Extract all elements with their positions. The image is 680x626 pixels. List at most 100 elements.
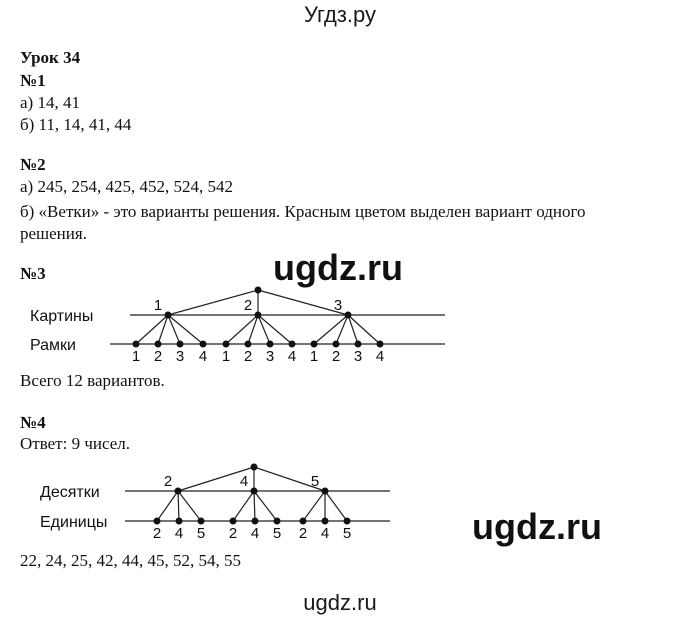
level1-node	[254, 311, 262, 319]
task1-answer-b: б) 11, 14, 41, 44	[20, 115, 132, 134]
leaf-node-label: 4	[288, 348, 296, 365]
footer-site-name: ugdz.ru	[303, 590, 377, 615]
site-title: Угдз.ру	[303, 2, 377, 27]
level1-node	[174, 487, 182, 495]
leaf-node	[222, 340, 230, 348]
leaf-node	[273, 517, 281, 525]
leaf-branch	[157, 314, 169, 345]
leaf-node	[229, 517, 237, 525]
leaf-branch	[335, 314, 349, 345]
leaf-branch	[225, 314, 259, 345]
level1-node	[164, 311, 172, 319]
leaf-node-label: 1	[132, 348, 140, 365]
leaf-node	[154, 340, 162, 348]
leaf-branch	[167, 314, 181, 345]
leaf-branch	[177, 490, 180, 522]
leaf-node-label: 2	[153, 525, 161, 542]
leaf-branch	[177, 490, 202, 522]
leaf-branch	[324, 490, 348, 522]
leaf-node-label: 4	[376, 348, 384, 365]
level1-node-label: 4	[240, 473, 248, 490]
leaf-node-label: 4	[199, 348, 207, 365]
leaf-branch	[257, 314, 271, 345]
lesson-title: Урок 34	[20, 48, 81, 67]
root-branch	[257, 289, 349, 316]
watermark-main: ugdz.ru	[273, 247, 403, 288]
leaf-node	[244, 340, 252, 348]
leaf-node	[376, 340, 384, 348]
row2-label: Единицы	[40, 514, 107, 531]
leaf-node-label: 3	[176, 348, 184, 365]
leaf-node-label: 2	[244, 348, 252, 365]
leaf-node-label: 2	[299, 525, 307, 542]
leaf-node-label: 4	[251, 525, 259, 542]
leaf-node-label: 3	[354, 348, 362, 365]
root-node	[254, 286, 262, 294]
leaf-node-label: 2	[154, 348, 162, 365]
leaf-node-label: 4	[321, 525, 329, 542]
leaf-node	[153, 517, 161, 525]
leaf-node	[175, 517, 183, 525]
root-branch	[167, 289, 259, 316]
leaf-node-label: 5	[197, 525, 205, 542]
task1-number: №1	[20, 71, 46, 90]
row2-label: Рамки	[30, 337, 76, 354]
task2-answer-b-line2: решения.	[20, 224, 87, 243]
leaf-node-label: 2	[229, 525, 237, 542]
task4-number: №4	[20, 413, 46, 432]
leaf-node	[266, 340, 274, 348]
level1-node-label: 1	[154, 297, 162, 314]
task4-answer: Ответ: 9 чисел.	[20, 434, 131, 453]
leaf-node-label: 3	[266, 348, 274, 365]
leaf-branch	[347, 314, 359, 345]
leaf-node-label: 5	[273, 525, 281, 542]
root-node	[250, 463, 258, 471]
task2-answer-b-line1: б) «Ветки» - это варианты решения. Красн…	[20, 202, 586, 221]
leaf-node	[176, 340, 184, 348]
level1-node-label: 5	[311, 473, 319, 490]
leaf-branch	[232, 490, 255, 522]
row1-label: Десятки	[40, 484, 100, 501]
level1-node	[321, 487, 329, 495]
task2-number: №2	[20, 155, 46, 174]
watermark-side: ugdz.ru	[472, 506, 602, 547]
level1-node-label: 3	[334, 297, 342, 314]
task3-number: №3	[20, 264, 46, 283]
leaf-branch	[347, 314, 381, 345]
leaf-node	[354, 340, 362, 348]
leaf-node	[343, 517, 351, 525]
leaf-node	[199, 340, 207, 348]
leaf-branch	[253, 490, 256, 522]
leaf-branch	[313, 314, 349, 345]
leaf-branch	[156, 490, 179, 522]
row1-label: Картины	[30, 308, 93, 325]
leaf-node-label: 5	[343, 525, 351, 542]
leaf-node	[288, 340, 296, 348]
leaf-branch	[247, 314, 259, 345]
leaf-node	[132, 340, 140, 348]
task1-answer-a: а) 14, 41	[20, 93, 80, 112]
task3-total: Всего 12 вариантов.	[20, 371, 165, 390]
leaf-node	[310, 340, 318, 348]
root-branch	[177, 466, 255, 492]
level1-node	[250, 487, 258, 495]
leaf-node-label: 2	[332, 348, 340, 365]
leaf-node-label: 1	[310, 348, 318, 365]
leaf-node	[332, 340, 340, 348]
leaf-node	[197, 517, 205, 525]
level1-node-label: 2	[244, 297, 252, 314]
leaf-branch	[167, 314, 204, 345]
leaf-node	[299, 517, 307, 525]
leaf-branch	[302, 490, 326, 522]
leaf-branch	[253, 490, 278, 522]
level1-node	[344, 311, 352, 319]
leaf-node	[321, 517, 329, 525]
leaf-node	[251, 517, 259, 525]
leaf-branch	[257, 314, 293, 345]
root-branch	[253, 466, 326, 492]
leaf-branch	[135, 314, 169, 345]
level1-node-label: 2	[164, 473, 172, 490]
leaf-node-label: 4	[175, 525, 183, 542]
